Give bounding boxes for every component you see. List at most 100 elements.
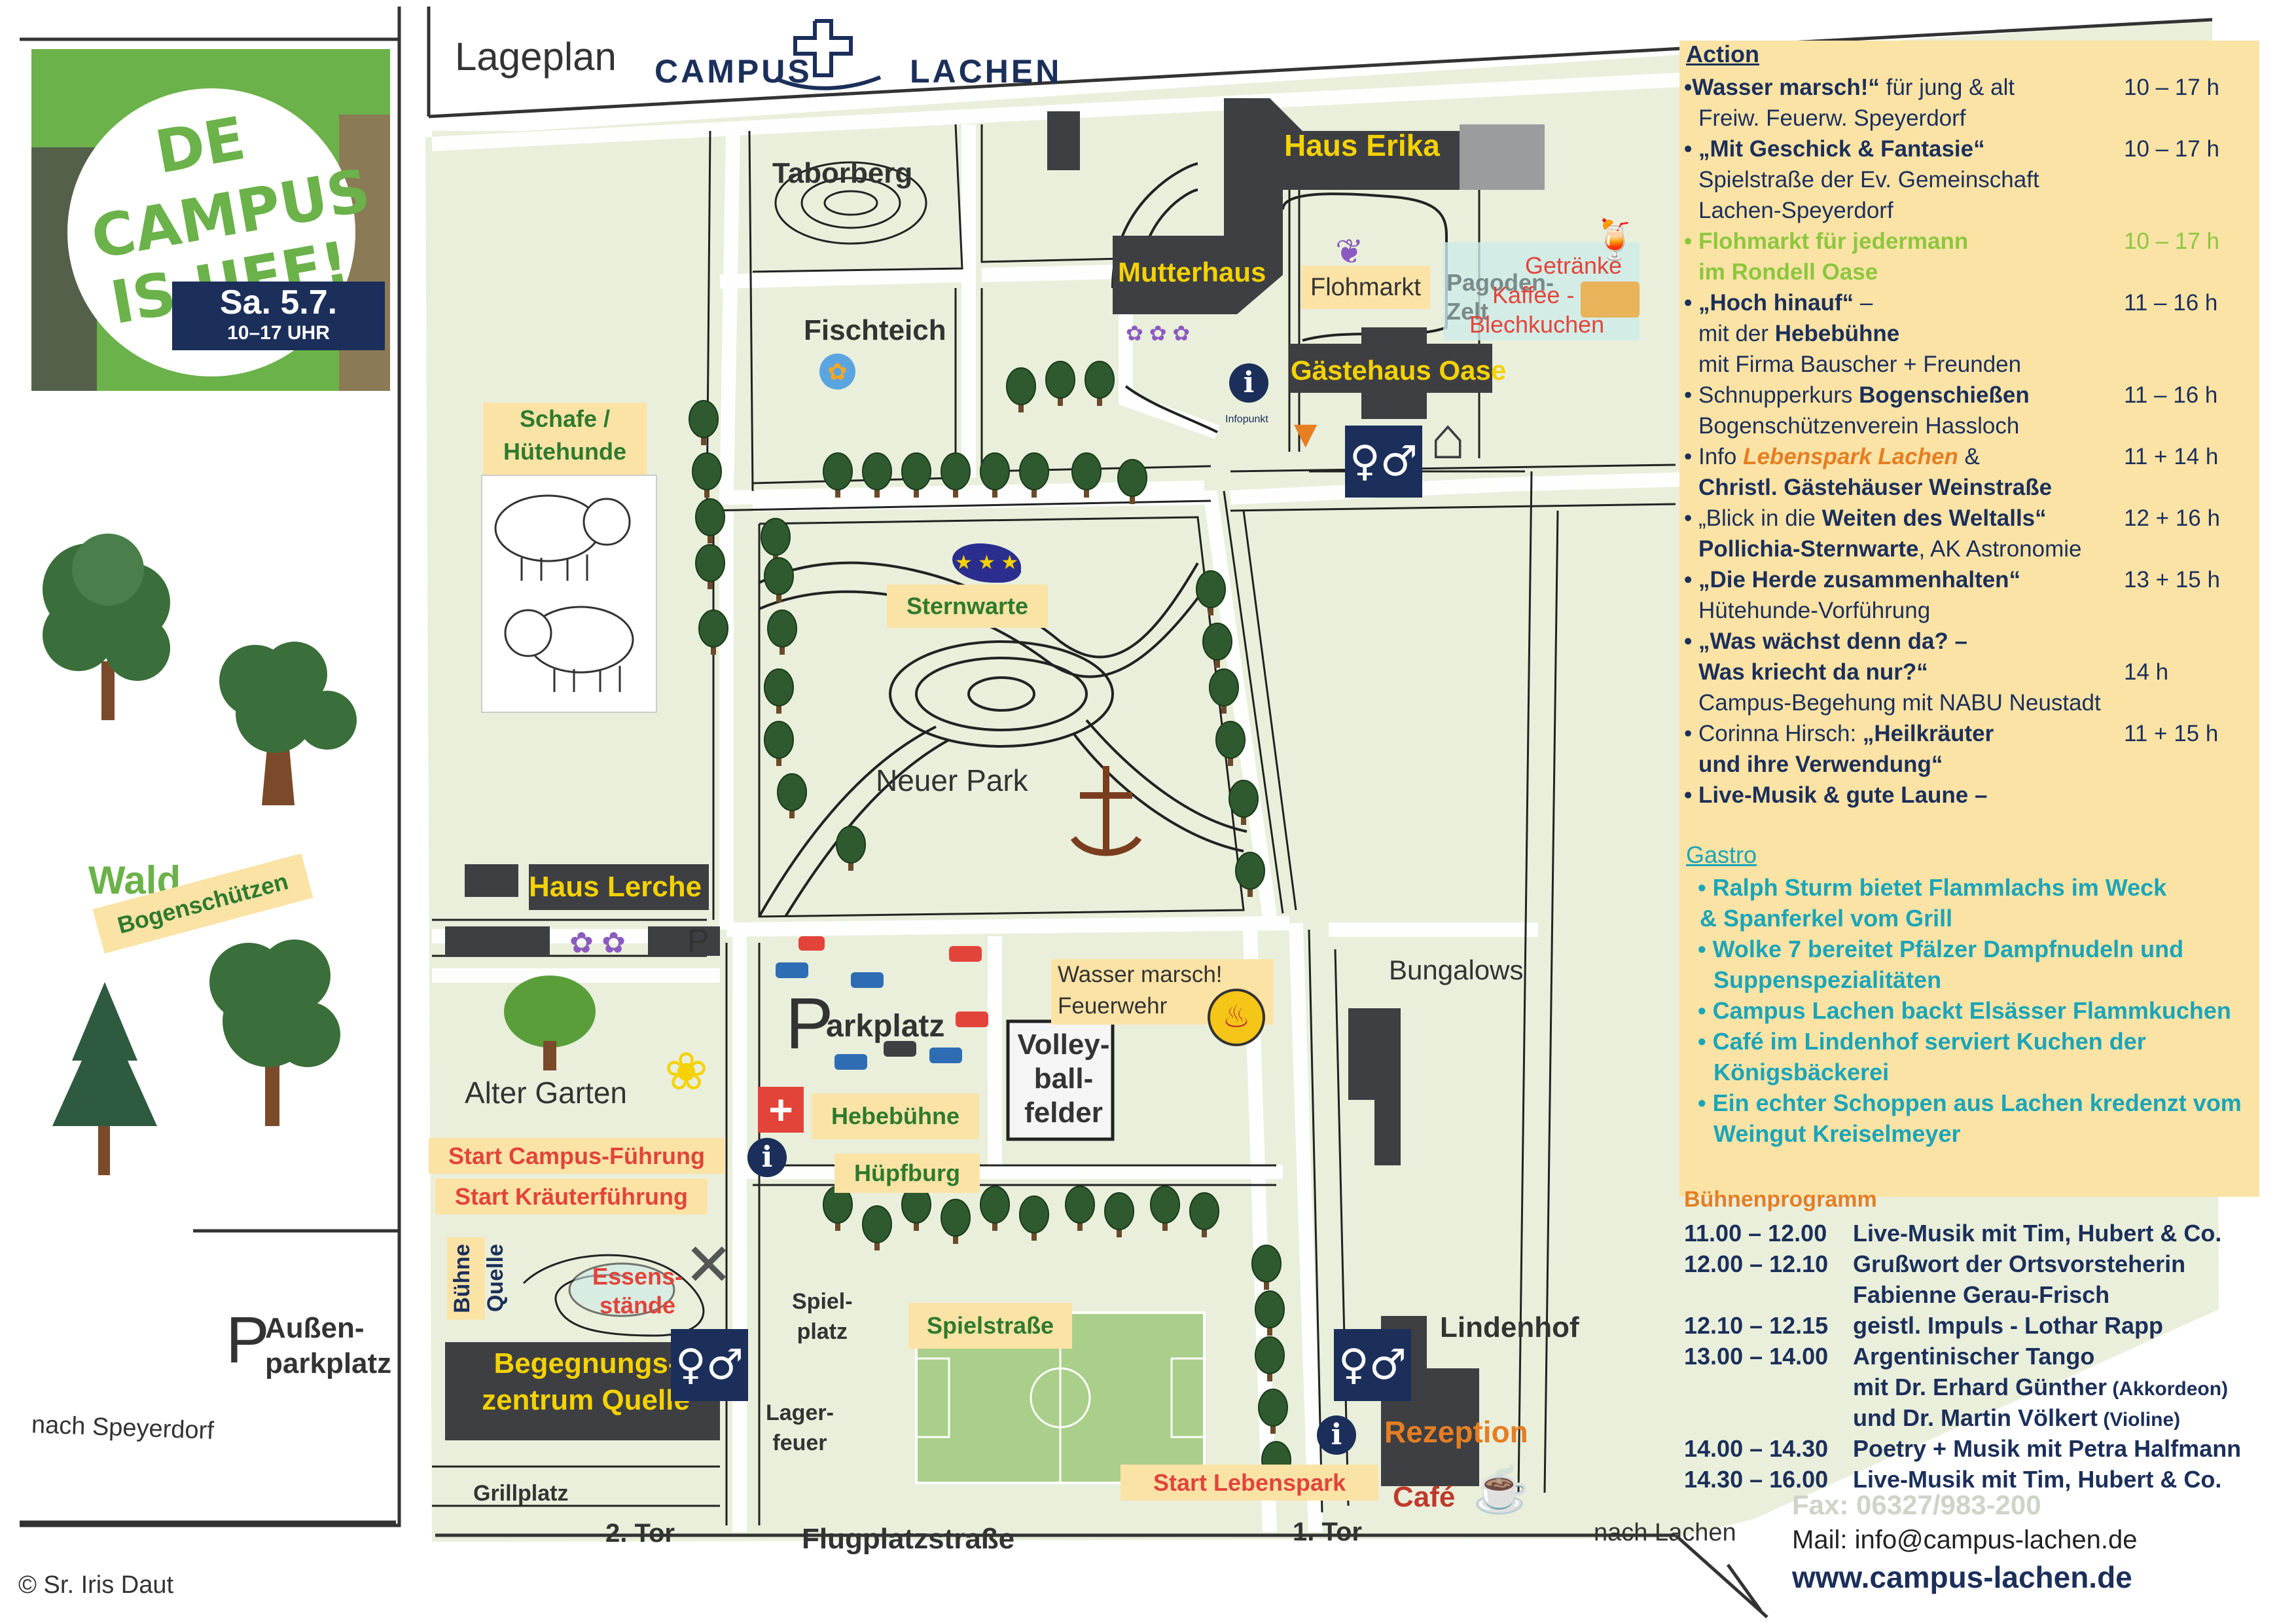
taborberg-paths (774, 161, 927, 245)
logo-campus: CAMPUS (655, 53, 812, 90)
map-tree (1150, 1186, 1180, 1231)
label-spielplatz-2: platz (797, 1319, 848, 1344)
flower-icon: ❀ (664, 1042, 709, 1101)
buehne-item-text: Fabienne Gerau-Frisch (1853, 1281, 2110, 1308)
action-item-time: 10 – 17 h (2124, 136, 2219, 162)
action-item: • „Was wächst denn da? – Was kriecht da … (1684, 626, 2273, 718)
gastro-item: • Ein echter Schoppen aus Lachen kredenz… (1698, 1087, 2274, 1149)
action-item-line3: Lachen-Speyerdorf (1698, 198, 1893, 223)
fish-icon: ✿ (819, 354, 855, 390)
boundary-lines (20, 7, 2213, 1618)
car-icon (956, 1012, 988, 1027)
quelle-spiral (522, 1254, 705, 1337)
action-item-line2b: , AK Astronomie (1918, 536, 2082, 562)
action-item-line3: mit Firma Bauscher + Freunden (1698, 352, 2022, 377)
drink-icon: 🍹 (1590, 217, 1640, 261)
map-tree (777, 773, 807, 818)
action-item-title: • „Hoch hinauf“ (1684, 290, 1854, 316)
label-flohmarkt: Flohmarkt (1301, 266, 1430, 309)
map-tree (1104, 1192, 1134, 1237)
building-gaestehaus-oase (1289, 327, 1492, 419)
label-volleyball-3: felder (1024, 1097, 1103, 1129)
label-aussen-1: Außen- (265, 1312, 365, 1344)
action-item-title: • „Blick in die (1684, 505, 1822, 531)
buehne-item: und Dr. Martin Völkert (Violine) (1684, 1402, 2180, 1435)
action-item: • Info Lebenspark Lachen & Christl. Gäst… (1684, 441, 2273, 503)
first-aid-icon: + (758, 1087, 804, 1133)
map-tree (689, 400, 719, 445)
action-item-amp: & (1958, 444, 1980, 469)
label-bungalows: Bungalows (1389, 955, 1524, 985)
buehne-item-text: Live-Musik mit Tim, Hubert & Co. (1853, 1220, 2222, 1247)
flowers-icon: ✿ ✿ (569, 927, 626, 959)
contact-website[interactable]: www.campus-lachen.de (1792, 1560, 2132, 1594)
action-item-title: • „Mit Geschick & Fantasie“ (1684, 136, 1985, 162)
label-kaffee: Kaffee - (1492, 282, 1575, 308)
action-item-title: • Live-Musik & gute Laune – (1684, 782, 1988, 808)
car-icon (851, 972, 884, 988)
label-schafe: Schafe / Hütehunde (483, 403, 647, 475)
action-item: • Live-Musik & gute Laune – (1684, 780, 2273, 811)
action-item: • „Hoch hinauf“ – mit der Hebebühne mit … (1684, 287, 2273, 380)
gastro-item: • Ralph Sturm bietet Flammlachs im Weck … (1698, 872, 2274, 934)
cafe-cup-icon: ☕ (1473, 1464, 1530, 1515)
contact-mail[interactable]: Mail: info@campus-lachen.de (1792, 1525, 2138, 1554)
map-tree (1215, 721, 1246, 766)
map-tree (1196, 570, 1226, 615)
label-hebebuehne: Hebebühne (812, 1093, 980, 1139)
info-icon[interactable]: i (1229, 363, 1268, 403)
gastro-item-line1: • Ralph Sturm bietet Flammlachs im Weck (1698, 874, 2167, 901)
building-haus-erika-annex (1460, 124, 1545, 190)
action-item-line2: Spielstraße der Ev. Gemeinschaft (1698, 167, 2039, 192)
action-item-line2: Was kriecht da nur?“ (1698, 659, 1928, 685)
buehne-item-time: 14.00 – 14.30 (1684, 1435, 1829, 1462)
apple-tree-crown (504, 976, 596, 1048)
buehne-item-text: geistl. Impuls - Lothar Rapp (1853, 1312, 2164, 1339)
map-tree (1117, 459, 1147, 504)
map-tree (941, 1199, 971, 1244)
label-haus-lerche: Haus Lerche (529, 871, 702, 903)
map-tree (764, 721, 794, 766)
label-essens-2: stände (600, 1292, 676, 1319)
gastro-item-line1: • Ein echter Schoppen aus Lachen kredenz… (1698, 1089, 2242, 1116)
map-tree (1189, 1192, 1219, 1237)
label-volleyball-2: ball- (1033, 1063, 1094, 1095)
info-icon[interactable]: i (1317, 1415, 1356, 1455)
label-p-lerche: P (687, 922, 709, 959)
badge-date-box: Sa. 5.7. 10–17 UHR (172, 282, 385, 350)
cutlery-icon: ✕ (684, 1233, 734, 1298)
map-tree (764, 668, 794, 714)
badge-date: Sa. 5.7. (219, 283, 338, 321)
label-tor1: 1. Tor (1293, 1518, 1362, 1546)
map-tree (1006, 367, 1036, 412)
building-lerche-row2 (648, 926, 720, 956)
label-taborberg: Taborberg (772, 157, 913, 189)
wald-trees (43, 534, 357, 1175)
ice-cream-icon: ▼ (1286, 412, 1325, 456)
label-rezeption: Rezeption (1384, 1415, 1528, 1449)
action-item-title: • Corinna Hirsch: (1684, 721, 1863, 746)
action-item-title: • „Was wächst denn da? – (1684, 629, 1967, 654)
car-icon (834, 1054, 867, 1070)
toilet-icon: ♀♂ (671, 1329, 748, 1401)
road-outlines (432, 124, 1676, 1525)
map-tree (1258, 1389, 1288, 1434)
buehne-item: 11.00 – 12.00 Live-Musik mit Tim, Hubert … (1684, 1218, 2221, 1249)
badge-time: 10–17 UHR (227, 322, 330, 344)
buehne-item-time: 11.00 – 12.00 (1684, 1220, 1827, 1247)
logo-lachen: LACHEN (910, 53, 1062, 90)
label-spielplatz: Spiel- platz (792, 1286, 853, 1347)
buehne-item-time: 14.30 – 16.00 (1684, 1466, 1829, 1493)
action-item-desc: für jung & alt (1879, 75, 2015, 100)
label-quelle: Quelle (483, 1244, 508, 1312)
map-tree (836, 826, 866, 871)
gastro-item-line1: • Wolke 7 bereitet Pfälzer Dampfnudeln u… (1698, 936, 2184, 962)
action-item-line2: im Rondell Oase (1698, 259, 1878, 285)
fire-icon: ♨ (1208, 989, 1265, 1046)
action-item-time: 11 – 16 h (2124, 290, 2218, 316)
credit: © Sr. Iris Daut (18, 1571, 174, 1599)
gastro-item-line2: & Spanferkel vom Grill (1700, 905, 1953, 932)
toilet-icon: ♀♂ (1334, 1329, 1411, 1401)
info-icon[interactable]: i (747, 1138, 787, 1177)
